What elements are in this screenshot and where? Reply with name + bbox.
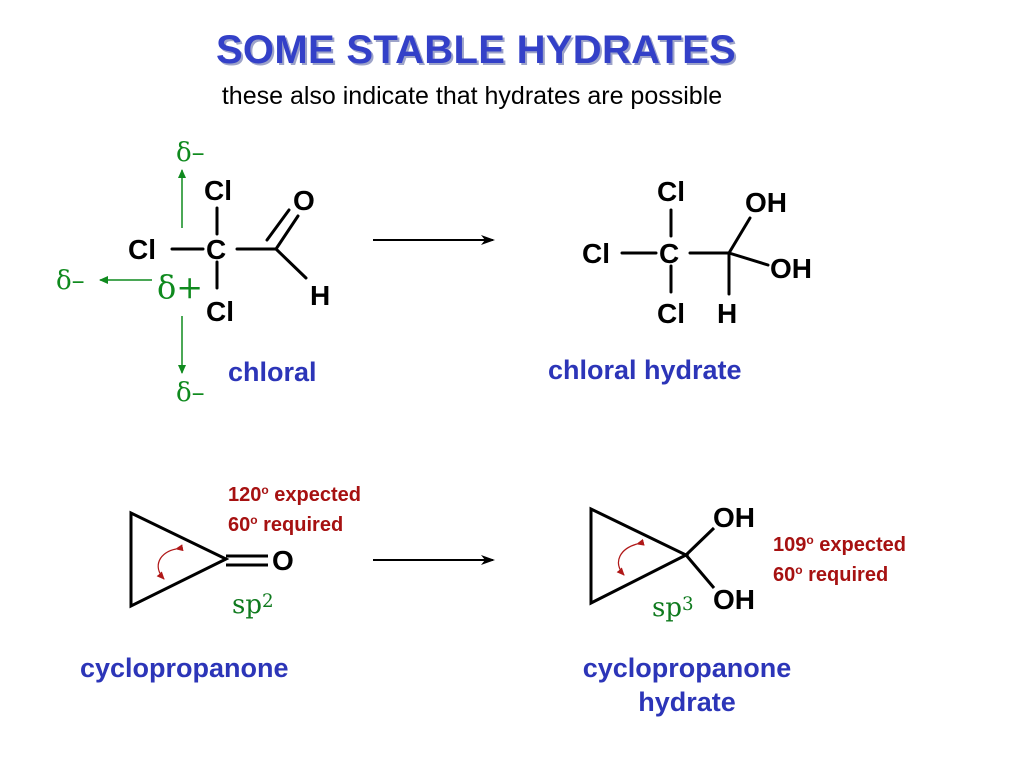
- delta-plus-center: δ+: [157, 268, 204, 306]
- bond-c-h: [274, 247, 308, 280]
- note-required-angle: 60o required: [773, 563, 889, 586]
- delta-minus-bottom: δ–: [176, 378, 205, 408]
- label-chloral: chloral: [228, 357, 317, 387]
- note-expected-angle: 120o expected: [228, 483, 361, 506]
- cyclopropanone-hydrate-ring: [589, 506, 716, 606]
- chloral-c: C: [206, 234, 227, 265]
- chloral-o: O: [293, 185, 315, 216]
- dipole-arrows: [99, 169, 186, 374]
- delta-minus-top: δ–: [176, 138, 205, 168]
- note-required-angle: 60o required: [228, 513, 344, 536]
- cyclopropanone-o: O: [272, 545, 294, 576]
- hydrate-h: H: [717, 298, 738, 329]
- bond-c-o-2: [265, 208, 291, 242]
- cp-hydrate-oh-bottom: OH: [713, 584, 755, 615]
- bond-ring-oh-bottom: [684, 554, 716, 589]
- cp-hydrate-angle-note: 109o expected 60o required: [773, 530, 906, 590]
- label-cyclopropanone: cyclopropanone: [80, 653, 289, 683]
- chloral-cl-top: Cl: [204, 175, 232, 206]
- cyclopropanone-ring: [129, 510, 268, 609]
- bond-h-c-oh-right: [727, 251, 770, 267]
- hydrate-cl-top: Cl: [657, 176, 685, 207]
- delta-minus-left: δ–: [56, 266, 85, 296]
- chloral-bonds: [170, 206, 308, 290]
- angle-arc-hydrate: [616, 538, 645, 576]
- hydrate-cl-bottom: Cl: [657, 298, 685, 329]
- note-expected-angle: 109o expected: [773, 533, 906, 556]
- hydrate-c: C: [659, 238, 680, 269]
- page-subtitle: these also indicate that hydrates are po…: [221, 82, 723, 110]
- cyclopropanone-angle-note: 120o expected 60o required: [228, 480, 361, 540]
- label-cyclopropanone-hydrate: cyclopropanone hydrate: [582, 653, 792, 717]
- hydrate-oh-right: OH: [770, 253, 812, 284]
- bond-h-c-oh-top: [727, 216, 752, 255]
- cp-hydrate-oh-top: OH: [713, 502, 755, 533]
- chloral-cl-left: Cl: [128, 234, 156, 265]
- chloral-h: H: [310, 280, 331, 311]
- hydrate-oh-top: OH: [745, 187, 787, 218]
- chloral-cl-bottom: Cl: [206, 296, 234, 327]
- cp-hydrate-hybridization: sp3: [652, 593, 694, 623]
- bond-c-o-1: [274, 214, 300, 251]
- chloral-hydrate-bonds: [620, 208, 770, 296]
- label-chloral-hydrate: chloral hydrate: [548, 355, 742, 385]
- cyclopropanone-hybridization: sp2: [232, 590, 274, 620]
- hydrate-cl-left: Cl: [582, 238, 610, 269]
- angle-arc-cyclopropanone: [156, 544, 184, 580]
- bond-ring-oh-top: [684, 526, 716, 557]
- page-title: SOME STABLE HYDRATES: [215, 28, 737, 72]
